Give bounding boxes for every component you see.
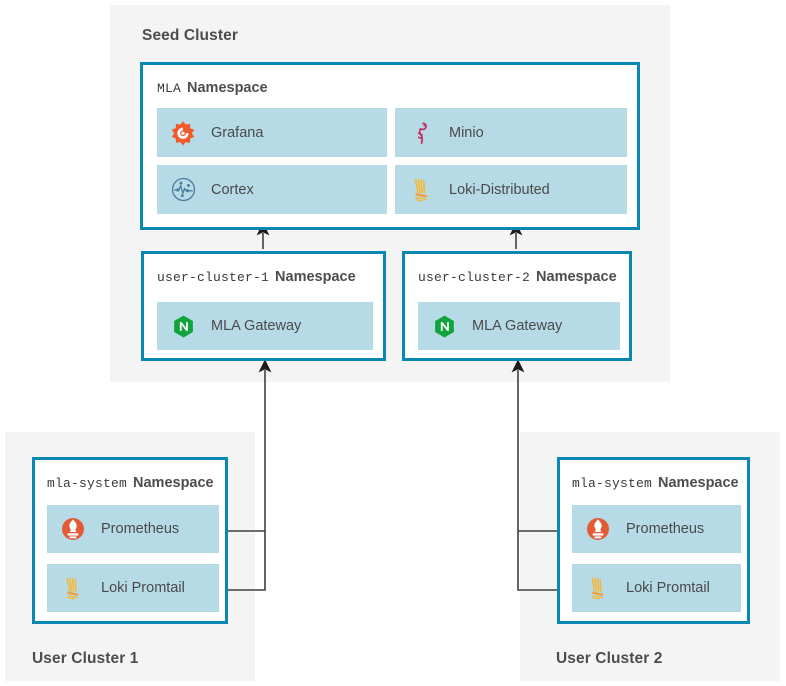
component-label-loki-promtail-2: Loki Promtail	[626, 580, 710, 596]
component-tile-grafana[interactable]: Grafana	[157, 108, 387, 157]
component-label-loki-promtail-1: Loki Promtail	[101, 580, 185, 596]
grafana-icon	[169, 119, 197, 147]
namespace-name-mla: MLA	[157, 81, 182, 96]
component-tile-prometheus-2[interactable]: Prometheus	[572, 505, 741, 553]
namespace-name-user-cluster-2: user-cluster-2	[418, 270, 531, 285]
prometheus-icon	[584, 515, 612, 543]
component-tile-prometheus-1[interactable]: Prometheus	[47, 505, 219, 553]
component-label-cortex: Cortex	[211, 181, 254, 198]
component-label-grafana: Grafana	[211, 124, 264, 141]
component-tile-loki-distributed[interactable]: Loki-Distributed	[395, 165, 627, 214]
component-tile-minio[interactable]: Minio	[395, 108, 627, 157]
namespace-box-mla-system-1[interactable]: mla-system Namespace Prometheus	[32, 457, 228, 624]
component-tile-mla-gateway-2[interactable]: MLA Gateway	[418, 302, 620, 350]
namespace-word-user-cluster-1: Namespace	[275, 269, 356, 285]
cortex-icon	[169, 176, 197, 204]
user-cluster-1-title: User Cluster 1	[32, 650, 139, 667]
namespace-name-mla-system-2: mla-system	[572, 476, 653, 491]
namespace-box-mla[interactable]: MLA Namespace Grafana	[140, 62, 640, 230]
minio-icon	[407, 119, 435, 147]
loki-icon	[584, 574, 612, 602]
namespace-name-mla-system-1: mla-system	[47, 476, 128, 491]
component-tile-mla-gateway-1[interactable]: MLA Gateway	[157, 302, 373, 350]
component-label-mla-gateway-1: MLA Gateway	[211, 318, 302, 334]
nginx-icon	[430, 312, 458, 340]
loki-icon	[407, 176, 435, 204]
namespace-title-mla-system-1: mla-system Namespace	[47, 474, 214, 492]
namespace-title-user-cluster-2: user-cluster-2 Namespace	[418, 268, 617, 286]
component-tile-loki-promtail-1[interactable]: Loki Promtail	[47, 564, 219, 612]
namespace-box-user-cluster-2[interactable]: user-cluster-2 Namespace MLA Gateway	[402, 251, 632, 361]
component-tile-cortex[interactable]: Cortex	[157, 165, 387, 214]
component-tile-loki-promtail-2[interactable]: Loki Promtail	[572, 564, 741, 612]
component-label-minio: Minio	[449, 124, 484, 141]
namespace-title-mla: MLA Namespace	[157, 79, 268, 97]
namespace-box-user-cluster-1[interactable]: user-cluster-1 Namespace MLA Gateway	[141, 251, 386, 361]
component-label-mla-gateway-2: MLA Gateway	[472, 318, 563, 334]
namespace-word-mla-system-1: Namespace	[133, 475, 214, 491]
namespace-name-user-cluster-1: user-cluster-1	[157, 270, 270, 285]
component-label-loki-distributed: Loki-Distributed	[449, 181, 550, 198]
prometheus-icon	[59, 515, 87, 543]
loki-icon	[59, 574, 87, 602]
namespace-box-mla-system-2[interactable]: mla-system Namespace Prometheus	[557, 457, 750, 624]
namespace-title-mla-system-2: mla-system Namespace	[572, 474, 739, 492]
component-label-prometheus-1: Prometheus	[101, 521, 180, 537]
namespace-word-user-cluster-2: Namespace	[536, 269, 617, 285]
nginx-icon	[169, 312, 197, 340]
user-cluster-2-title: User Cluster 2	[556, 650, 663, 667]
namespace-word-mla-system-2: Namespace	[658, 475, 739, 491]
namespace-title-user-cluster-1: user-cluster-1 Namespace	[157, 268, 356, 286]
namespace-word-mla: Namespace	[187, 80, 268, 96]
seed-cluster-title: Seed Cluster	[142, 27, 238, 44]
component-label-prometheus-2: Prometheus	[626, 521, 705, 537]
